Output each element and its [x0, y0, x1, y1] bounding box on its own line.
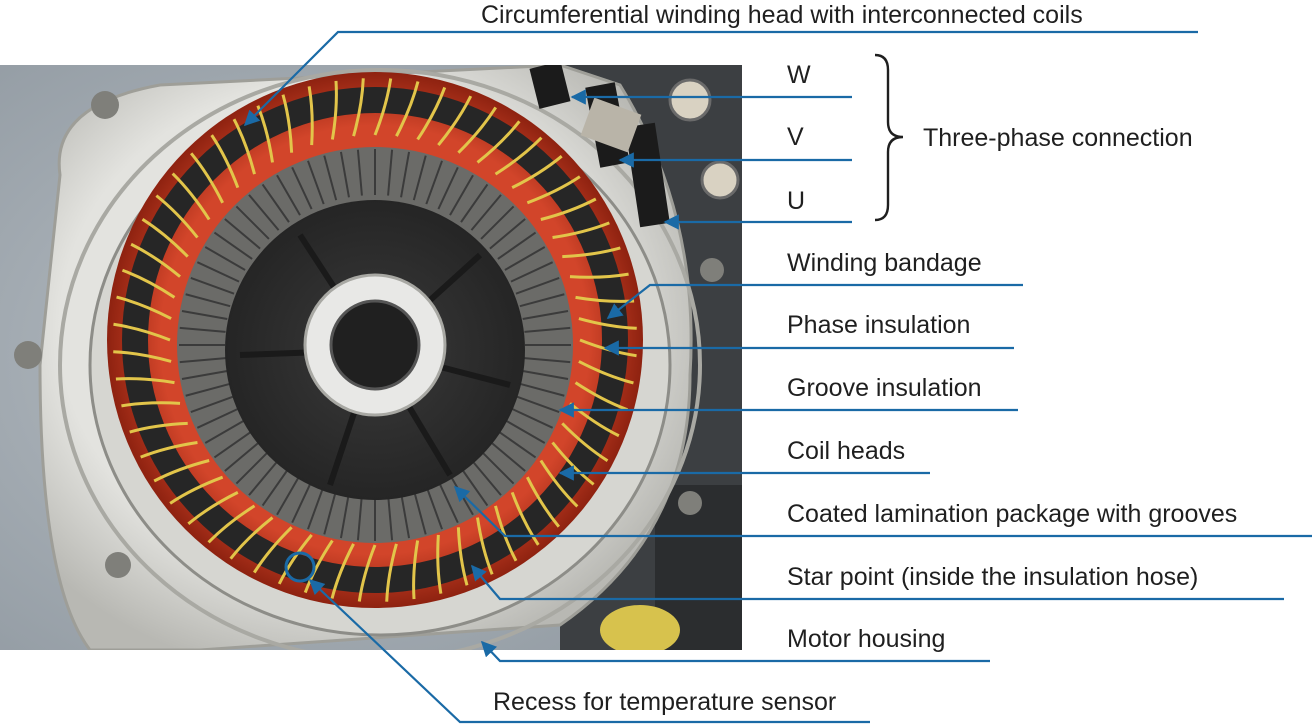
winding-bandage-lacing [113, 78, 637, 602]
label-phase-w: W [787, 61, 811, 89]
phase-cables [529, 65, 670, 228]
label-recess-temperature-sensor: Recess for temperature sensor [493, 688, 837, 716]
leader-circumferential-winding-head [243, 30, 1198, 127]
housing-ring [58, 68, 702, 650]
label-coated-lamination-package: Coated lamination package with grooves [787, 500, 1238, 528]
label-circumferential-winding-head: Circumferential winding head with interc… [481, 1, 1083, 29]
insulation-hose [122, 87, 628, 593]
label-phase-u: U [787, 187, 806, 215]
leader-motor-housing [480, 640, 990, 663]
temperature-sensor-recess-marker [284, 551, 316, 583]
bolt-head [700, 160, 740, 200]
leader-coated-lamination-package [453, 485, 1312, 538]
label-three-phase-connection: Three-phase connection [923, 124, 1193, 152]
bolt-head [668, 78, 712, 122]
mounting-hole [700, 258, 724, 282]
lamination-teeth [179, 149, 571, 541]
mounting-hole [105, 552, 131, 578]
stator-photo [0, 65, 742, 650]
mounting-hole [91, 91, 119, 119]
yellow-connector [600, 605, 680, 650]
label-winding-bandage: Winding bandage [787, 249, 982, 277]
label-phase-v: V [787, 123, 804, 151]
label-phase-insulation: Phase insulation [787, 311, 971, 339]
three-phase-brace [874, 53, 904, 222]
label-star-point: Star point (inside the insulation hose) [787, 563, 1199, 591]
label-motor-housing: Motor housing [787, 625, 946, 653]
label-groove-insulation: Groove insulation [787, 374, 982, 402]
leader-star-point [471, 564, 1284, 601]
mounting-hole [678, 491, 702, 515]
mounting-hole [14, 341, 42, 369]
label-coil-heads: Coil heads [787, 437, 906, 465]
leader-recess-temperature-sensor [308, 578, 870, 724]
shaft-bore [329, 299, 421, 391]
leader-winding-bandage [606, 283, 1023, 319]
